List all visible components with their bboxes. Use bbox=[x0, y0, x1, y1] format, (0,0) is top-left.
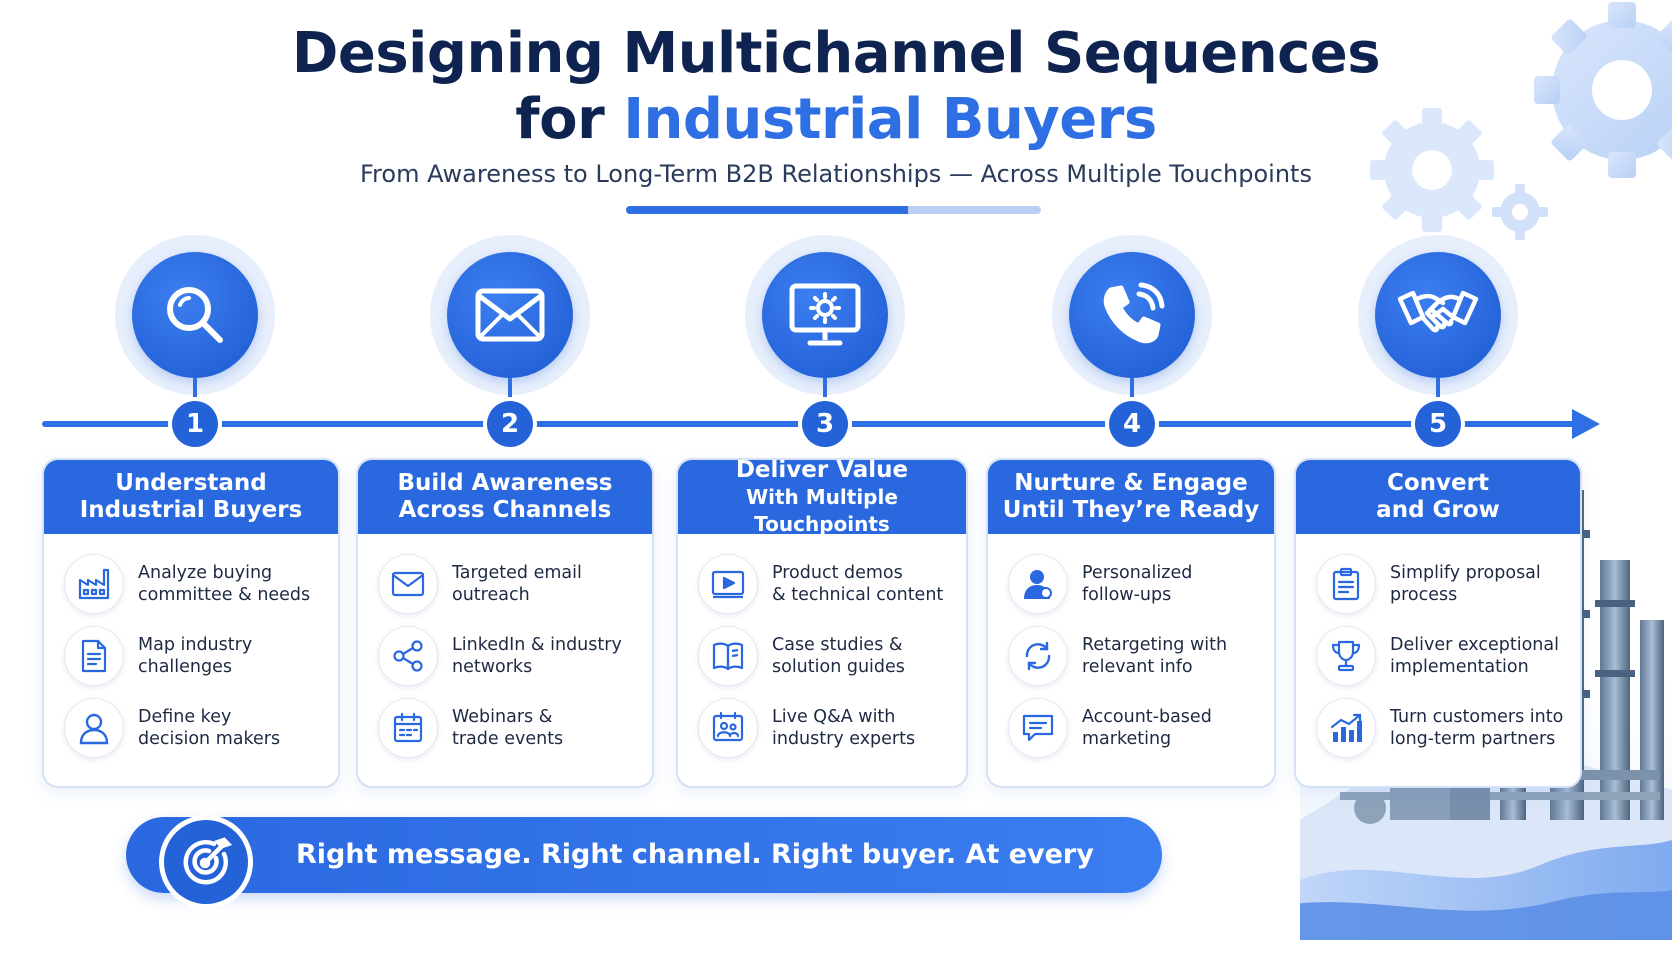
stage-1-title-line-1: Understand bbox=[115, 470, 267, 496]
stage-3-header: Deliver Value With Multiple Touchpoints bbox=[678, 458, 966, 536]
clipboard-icon bbox=[1332, 567, 1360, 601]
list-item: Analyze buying committee & needs bbox=[64, 554, 338, 614]
list-item: Simplify proposal process bbox=[1316, 554, 1580, 614]
item-text: Analyze buying committee & needs bbox=[138, 563, 311, 605]
book-icon bbox=[712, 642, 744, 671]
stage-2-card: Build Awareness Across Channels Targeted… bbox=[356, 458, 654, 788]
stage-2-title-line-1: Build Awareness bbox=[397, 470, 613, 496]
monitor-gear-icon bbox=[789, 283, 861, 346]
tagline-banner: Right message. Right channel. Right buye… bbox=[126, 817, 1162, 946]
stage-2-number: 2 bbox=[487, 401, 533, 447]
stage-1-icon-circle bbox=[132, 252, 258, 378]
item-text: Map industry challenges bbox=[138, 635, 253, 677]
list-item: Case studies & solution guides bbox=[698, 626, 966, 686]
stage-5-header: Convert and Grow bbox=[1296, 460, 1580, 534]
document-icon bbox=[81, 639, 107, 673]
stage-3-number: 3 bbox=[802, 401, 848, 447]
stage-2-stem bbox=[508, 378, 512, 414]
list-item: Account-based marketing bbox=[1008, 698, 1274, 758]
list-item: Live Q&A with industry experts bbox=[698, 698, 966, 758]
stage-1-title-line-2: Industrial Buyers bbox=[79, 497, 303, 523]
stage-1-header: Understand Industrial Buyers bbox=[44, 460, 338, 534]
stage-3-card: Deliver Value With Multiple Touchpoints … bbox=[676, 458, 968, 788]
item-text: Targeted email outreach bbox=[452, 563, 582, 605]
growth-chart-icon bbox=[1330, 713, 1362, 742]
stage-2-header: Build Awareness Across Channels bbox=[358, 460, 652, 534]
user-icon bbox=[79, 713, 109, 745]
envelope-icon bbox=[391, 571, 425, 597]
list-item: Targeted email outreach bbox=[378, 554, 652, 614]
item-text: Retargeting with relevant info bbox=[1082, 635, 1228, 677]
stage-5-title-line-1: Convert bbox=[1387, 470, 1489, 496]
handshake-icon bbox=[1397, 290, 1479, 333]
item-text: Product demos & technical content bbox=[772, 563, 944, 605]
item-text: Case studies & solution guides bbox=[772, 635, 905, 677]
stage-1-stem bbox=[193, 378, 197, 414]
list-item: Webinars & trade events bbox=[378, 698, 652, 758]
item-text: Turn customers into long-term partners bbox=[1390, 707, 1564, 749]
list-item: Product demos & technical content bbox=[698, 554, 966, 614]
tagline-text: Right message. Right channel. Right buye… bbox=[296, 839, 1094, 946]
item-text: Personalized follow-ups bbox=[1082, 563, 1193, 605]
title-underline bbox=[626, 206, 1041, 214]
trophy-icon bbox=[1331, 640, 1361, 672]
page-title-line-1: Designing Multichannel Sequences bbox=[291, 21, 1381, 86]
stage-4-card: Nurture & Engage Until They’re Ready Per… bbox=[986, 458, 1276, 788]
list-item: Turn customers into long-term partners bbox=[1316, 698, 1580, 758]
share-icon bbox=[393, 640, 423, 672]
factory-icon bbox=[78, 568, 110, 600]
presentation-icon bbox=[712, 711, 744, 742]
stage-4-title-line-2: Until They’re Ready bbox=[1002, 497, 1260, 523]
item-text: LinkedIn & industry networks bbox=[452, 635, 622, 677]
list-item: Retargeting with relevant info bbox=[1008, 626, 1274, 686]
stage-5-title-line-2: and Grow bbox=[1376, 497, 1500, 523]
stage-4-icon-circle bbox=[1069, 252, 1195, 378]
envelope-icon bbox=[475, 288, 545, 342]
stage-5-stem bbox=[1436, 378, 1440, 414]
stage-4-number: 4 bbox=[1109, 401, 1155, 447]
stage-2-title-line-2: Across Channels bbox=[398, 497, 612, 523]
refresh-icon bbox=[1025, 641, 1051, 671]
item-text: Deliver exceptional implementation bbox=[1390, 635, 1559, 677]
target-icon bbox=[183, 837, 233, 885]
stage-2-icon-circle bbox=[447, 252, 573, 378]
stage-4-stem bbox=[1130, 378, 1134, 414]
page-subtitle: From Awareness to Long-Term B2B Relation… bbox=[360, 160, 1312, 188]
person-icon bbox=[1024, 570, 1052, 599]
stage-3-stem bbox=[823, 378, 827, 414]
magnifier-icon bbox=[167, 287, 223, 343]
stage-5-icon-circle bbox=[1375, 252, 1501, 378]
play-icon bbox=[711, 570, 745, 599]
gears-decoration bbox=[1370, 2, 1672, 240]
item-text: Webinars & trade events bbox=[452, 707, 564, 749]
list-item: Personalized follow-ups bbox=[1008, 554, 1274, 614]
stage-1-number: 1 bbox=[172, 401, 218, 447]
stage-5-card: Convert and Grow Simplify proposal proce… bbox=[1294, 458, 1582, 788]
page-title-prefix: for bbox=[515, 87, 605, 152]
chat-icon bbox=[1022, 714, 1054, 742]
phone-icon bbox=[1103, 282, 1165, 344]
calendar-icon bbox=[393, 712, 423, 743]
list-item: Map industry challenges bbox=[64, 626, 338, 686]
list-item: LinkedIn & industry networks bbox=[378, 626, 652, 686]
list-item: Deliver exceptional implementation bbox=[1316, 626, 1580, 686]
item-text: Define key decision makers bbox=[138, 707, 281, 749]
stage-4-header: Nurture & Engage Until They’re Ready bbox=[988, 460, 1274, 534]
list-item: Define key decision makers bbox=[64, 698, 338, 758]
item-text: Account-based marketing bbox=[1082, 707, 1212, 749]
item-text: Simplify proposal process bbox=[1390, 563, 1541, 605]
page-title-line-2: for Industrial Buyers bbox=[0, 88, 1672, 152]
item-text: Live Q&A with industry experts bbox=[772, 707, 916, 749]
stage-1-card: Understand Industrial Buyers Analyze buy… bbox=[42, 458, 340, 788]
stage-3-title-line-2: With Multiple Touchpoints bbox=[746, 484, 898, 536]
stage-3-icon-circle bbox=[762, 252, 888, 378]
stage-5-number: 5 bbox=[1415, 401, 1461, 447]
stage-3-title-line-1: Deliver Value bbox=[735, 458, 909, 483]
page-title-highlight: Industrial Buyers bbox=[623, 87, 1157, 152]
timeline-arrowhead bbox=[1572, 409, 1600, 439]
stage-4-title-line-1: Nurture & Engage bbox=[1014, 470, 1248, 496]
